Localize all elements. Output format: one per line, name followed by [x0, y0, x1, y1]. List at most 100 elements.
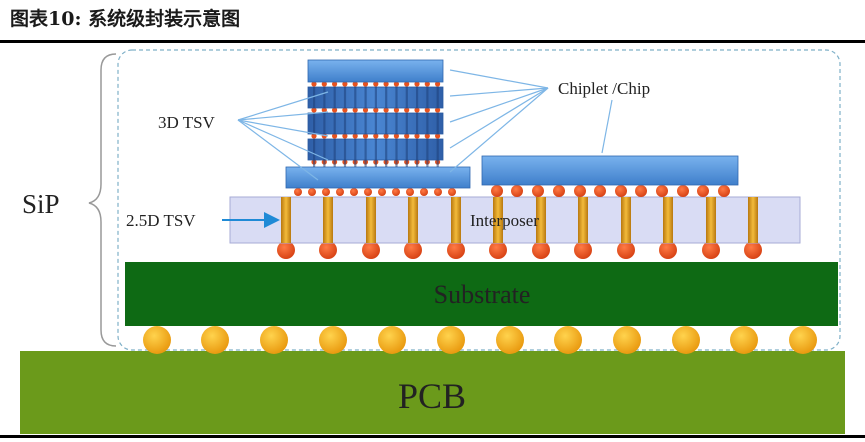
tsv-via: [313, 139, 316, 160]
tsv-via: [436, 87, 439, 108]
stack-microbump: [393, 107, 399, 113]
stack-microbump: [362, 81, 369, 87]
tsv-via: [313, 160, 316, 167]
stack-microbump: [373, 107, 379, 113]
stack-microbump: [404, 133, 410, 139]
tsv-via: [374, 160, 377, 167]
stack-microbump: [342, 81, 348, 87]
tsv-via: [395, 113, 398, 134]
tsv-via: [395, 87, 398, 108]
sip-brace: [88, 53, 117, 347]
tsv-via: [385, 139, 388, 160]
tsv-via: [416, 160, 419, 167]
top-rule: [0, 40, 865, 43]
tsv-via: [426, 113, 429, 134]
tsv-via: [436, 160, 439, 167]
tsv-via: [426, 139, 429, 160]
stack-microbump: [362, 133, 369, 139]
stack-microbump: [404, 107, 410, 113]
stack-microbump: [321, 107, 327, 113]
tsv-3d-leader-lines: [237, 91, 329, 181]
tsv-via: [385, 87, 388, 108]
tsv-via: [364, 87, 367, 108]
base-die: [285, 166, 471, 189]
stack-microbump: [383, 133, 389, 139]
tsv-via: [354, 113, 357, 134]
tsv-via: [426, 87, 429, 108]
stack-microbump: [352, 133, 358, 139]
tsv-via: [395, 139, 398, 160]
chiplet-label: Chiplet /Chip: [558, 79, 650, 98]
tsv-via: [405, 113, 408, 134]
stack-microbump: [414, 107, 420, 113]
interposer-label: Interposer: [470, 211, 539, 230]
tsv-via: [333, 139, 336, 160]
bottom-rule: [0, 435, 865, 438]
tsv-via: [385, 113, 388, 134]
tsv-via: [374, 139, 377, 160]
stack-microbump: [332, 133, 338, 139]
stack-microbump: [383, 107, 389, 113]
tsv-via: [343, 113, 347, 134]
stack-microbump: [373, 133, 379, 139]
tsv-pillars: [281, 197, 758, 243]
tsv-via: [343, 139, 347, 160]
tsv-via: [405, 160, 408, 167]
stack-microbump: [311, 133, 317, 139]
stack-microbump: [393, 81, 399, 87]
stack-microbump: [352, 107, 358, 113]
tsv-via: [385, 160, 388, 167]
tsv-via: [323, 87, 326, 108]
tsv-25d-label: 2.5D TSV: [126, 211, 196, 230]
stack-microbump: [383, 81, 389, 87]
tsv-via: [374, 87, 377, 108]
pcb-board: [20, 351, 845, 434]
stack-microbump: [332, 107, 338, 113]
tsv-via: [333, 87, 336, 108]
substrate-label: Substrate: [434, 280, 531, 309]
tsv-via: [416, 87, 419, 108]
tsv-via: [436, 139, 439, 160]
stack-microbump: [311, 81, 317, 87]
tsv-via: [354, 87, 357, 108]
tsv-via: [323, 160, 326, 167]
tsv-via: [426, 160, 429, 167]
stack-microbump: [404, 81, 410, 87]
solder-balls: [143, 326, 817, 354]
tsv-via: [405, 87, 408, 108]
chiplet-leader-lines: [449, 69, 613, 173]
stack-microbump: [424, 107, 430, 113]
interposer-bumps: [277, 241, 762, 259]
stack-microbump: [373, 81, 379, 87]
tsv-via: [374, 113, 377, 134]
stack-microbump: [342, 107, 348, 113]
tsv-via: [416, 113, 419, 134]
stack-microbump: [435, 133, 441, 139]
figure-title: 图表10: 系统级封装示意图: [10, 8, 241, 30]
chiplet-bumps: [491, 185, 730, 197]
stack-microbump: [342, 133, 348, 139]
stack-microbump: [362, 107, 369, 113]
stack-microbump: [352, 81, 358, 87]
stack-microbump: [393, 133, 399, 139]
substrate: [125, 262, 838, 326]
tsv-via: [364, 160, 367, 167]
chiplet-die: [481, 155, 739, 186]
tsv-via: [354, 139, 357, 160]
tsv-via: [333, 160, 336, 167]
tsv-via: [313, 113, 316, 134]
sip-frame: [117, 49, 841, 351]
tsv-3d-label-text: 3D TSV: [158, 113, 216, 132]
die-stack-3d: [307, 81, 444, 167]
tsv-via: [343, 87, 347, 108]
tsv-via: [354, 160, 357, 167]
tsv-via: [405, 139, 408, 160]
stack-microbump: [332, 81, 338, 87]
tsv-via: [323, 139, 326, 160]
tsv-via: [343, 160, 347, 167]
tsv-via: [364, 139, 367, 160]
top-die: [307, 59, 444, 83]
sip-label: SiP: [22, 189, 60, 219]
stack-bumps: [294, 188, 456, 196]
